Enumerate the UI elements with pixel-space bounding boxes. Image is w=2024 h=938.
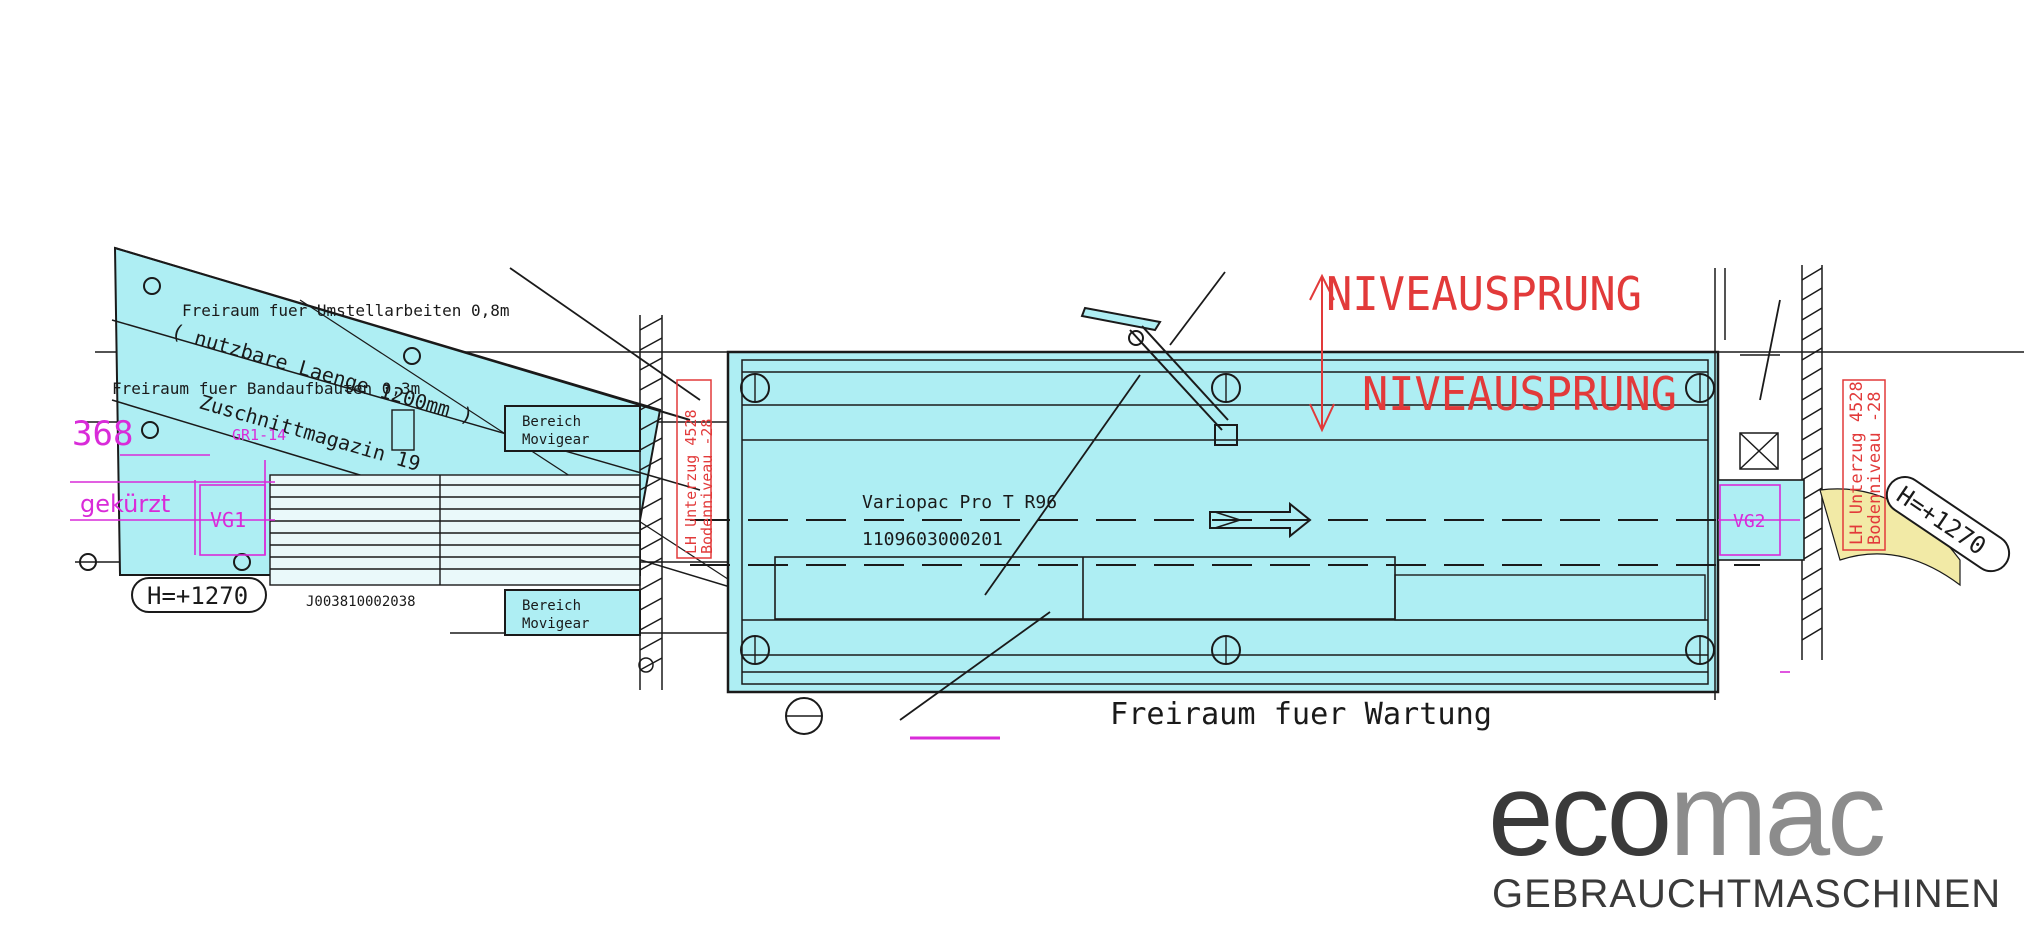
gekuerzt-label: gekürzt <box>80 490 170 518</box>
right-wall <box>1714 265 1823 700</box>
unterzug-left-line2: Bodenniveau -28 <box>698 419 716 554</box>
logo-mac: mac <box>1669 749 1886 881</box>
ecomac-logo: ecomac GEBRAUCHTMASCHINEN <box>1488 756 2004 916</box>
height-left-label: H=+1270 <box>147 582 248 610</box>
gr14-label: GR1-14 <box>232 426 286 444</box>
bereich-bottom-line1: Bereich <box>522 598 581 614</box>
logo-subtitle: GEBRAUCHTMASCHINEN <box>1492 872 2002 916</box>
bereich-top-line1: Bereich <box>522 414 581 430</box>
logo-wordmark: ecomac <box>1488 756 1886 874</box>
control-panel-arm <box>1080 306 1238 446</box>
vg1-label: VG1 <box>210 508 246 532</box>
niveausprung-label-top: NIVEAUSPRUNG <box>1326 267 1642 321</box>
bereich-bottom-line2: Movigear <box>522 616 589 632</box>
unterzug-right-line1: LH Unterzug 4528 <box>1847 381 1867 545</box>
machine-name-label: Variopac Pro T R96 <box>862 492 1057 513</box>
diagonal-guides <box>509 267 1781 721</box>
bereich-top-line2: Movigear <box>522 432 589 448</box>
height-tag-left: H=+1270 <box>131 577 267 613</box>
freiraum-wartung-label: Freiraum fuer Wartung <box>1110 697 1492 732</box>
vg2-label: VG2 <box>1733 511 1766 532</box>
dimension-368: 368 <box>72 414 133 454</box>
level-change-marker <box>1309 273 1335 433</box>
magazine-hatch <box>269 409 641 586</box>
left-wall <box>638 315 663 690</box>
machine-number-label: 1109603000201 <box>862 529 1003 550</box>
logo-eco: eco <box>1488 749 1672 881</box>
freiraum-umstell-label: Freiraum fuer Umstellarbeiten 0,8m <box>182 301 510 320</box>
unterzug-left-line1: LH Unterzug 4528 <box>682 410 700 555</box>
freiraum-band-label: Freiraum fuer Bandaufbauten 0,3m <box>112 379 420 398</box>
unterzug-right: LH Unterzug 4528 Bodenniveau -28 <box>1842 379 1886 551</box>
unterzug-left: LH Unterzug 4528 Bodenniveau -28 <box>676 379 716 559</box>
magenta-annotations <box>70 454 1800 673</box>
main-machine-body <box>690 350 1760 694</box>
part-number-left: J003810002038 <box>306 594 416 610</box>
niveausprung-label-mid: NIVEAUSPRUNG <box>1362 367 1677 421</box>
unterzug-right-line2: Bodenniveau -28 <box>1865 391 1885 545</box>
